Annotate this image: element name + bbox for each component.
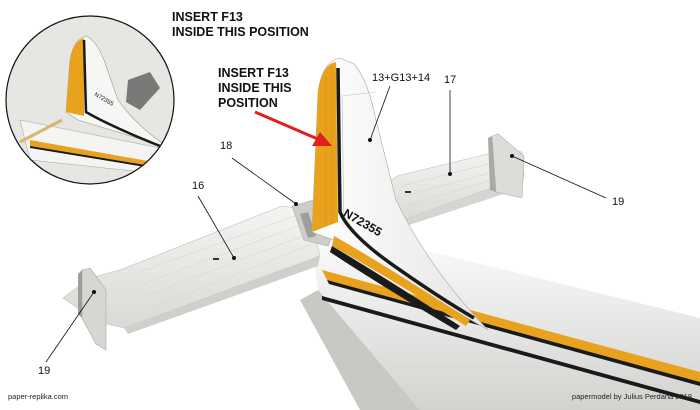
- inset-instruction: INSERT F13 INSIDE THIS POSITION: [172, 10, 309, 40]
- footer-website: paper-replika.com: [8, 392, 69, 401]
- inset-closeup: [5, 15, 175, 185]
- label-fin-root: 18: [220, 140, 233, 152]
- label-right-stabilizer: 17: [444, 74, 457, 86]
- label-left-end-plate: 19: [38, 365, 51, 377]
- main-instruction: INSERT F13 INSIDE THIS POSITION: [218, 66, 292, 111]
- label-fin: 13+G13+14: [372, 72, 431, 84]
- red-arrow: [254, 110, 332, 146]
- vertical-fin: [311, 57, 489, 331]
- inset-instruction-line1: INSERT F13: [172, 10, 243, 24]
- label-right-end-plate: 19: [612, 196, 625, 208]
- leader-lines: [45, 85, 607, 363]
- left-end-plate: [78, 267, 107, 351]
- left-stabilizer: [62, 205, 321, 334]
- label-left-stabilizer: 16: [192, 180, 205, 192]
- main-instruction-line2: INSIDE THIS: [218, 81, 292, 95]
- right-end-plate: [488, 133, 525, 199]
- footer-credit: papermodel by Julius Perdana 2018: [571, 392, 692, 401]
- main-instruction-line3: POSITION: [218, 96, 278, 110]
- main-instruction-line1: INSERT F13: [218, 66, 289, 80]
- inset-instruction-line2: INSIDE THIS POSITION: [172, 25, 309, 39]
